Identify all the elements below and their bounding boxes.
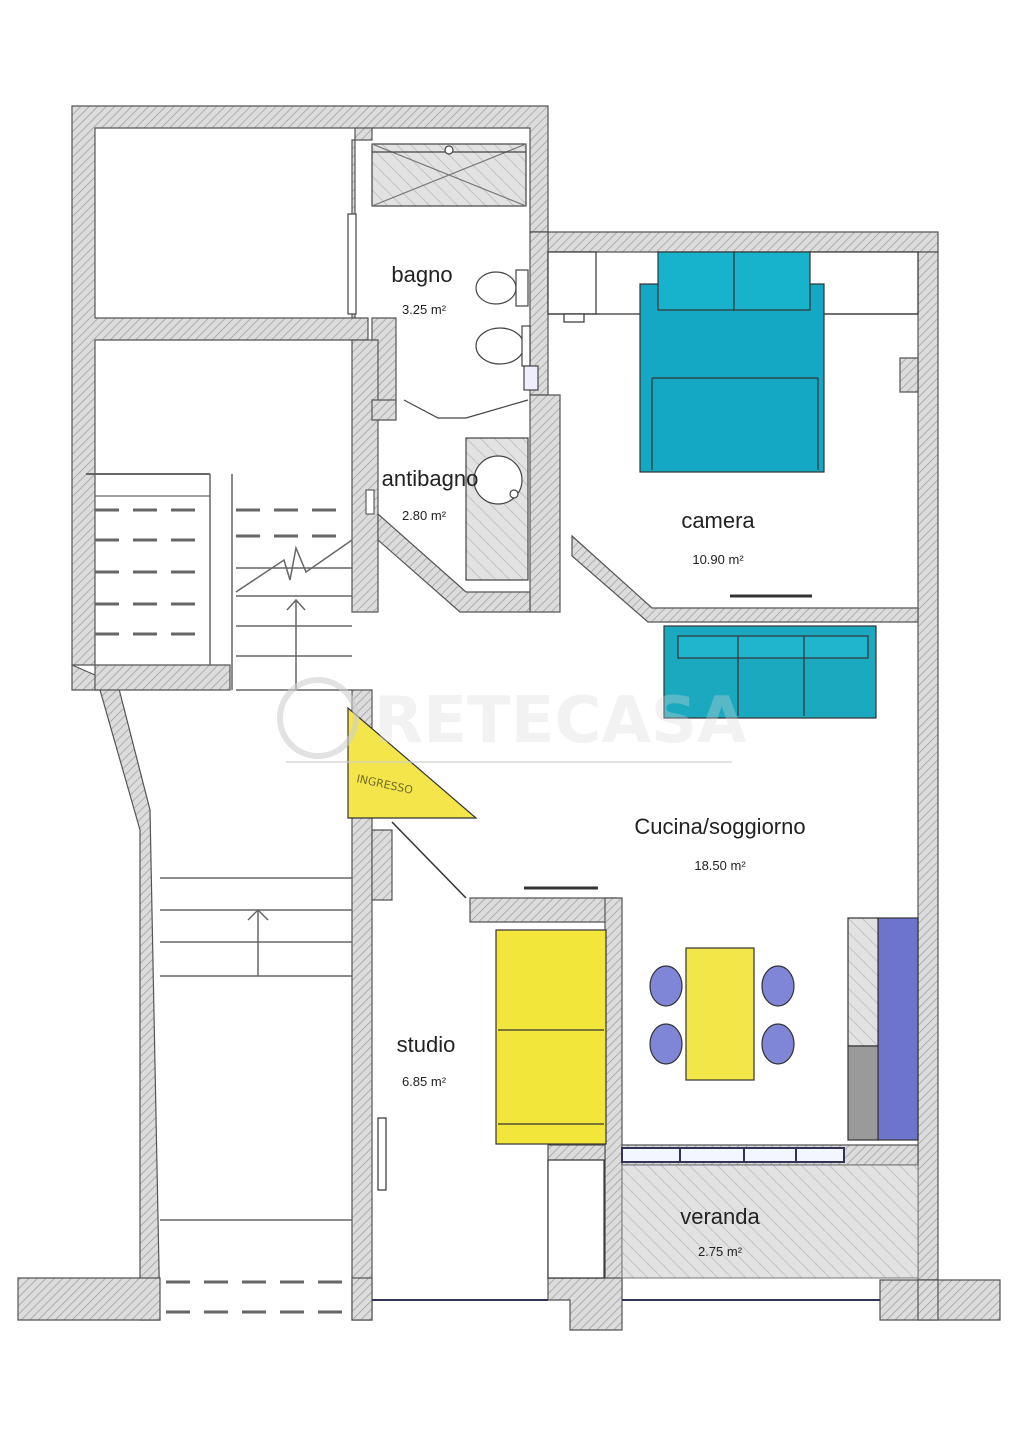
dining-table [685,947,755,1081]
bathroom-fixtures [347,143,539,419]
room-labels: bagno 3.25 m² antibagno 2.80 m² camera 1… [382,262,806,1259]
room-area-antibagno: 2.80 m² [402,508,447,523]
veranda-window [372,1147,880,1301]
room-name-studio: studio [397,1032,456,1057]
single-bed [495,929,607,1145]
room-area-cucina: 18.50 m² [694,858,746,873]
studio-furniture [377,821,607,1279]
pillow-left [657,251,735,311]
chair [649,965,683,1007]
veranda-floor [621,1164,919,1279]
room-area-bagno: 3.25 m² [402,302,447,317]
antibagno-door-mark [365,489,375,515]
chair [761,1023,795,1065]
walls [17,105,1001,1331]
chair [761,965,795,1007]
room-name-veranda: veranda [680,1204,760,1229]
watermark: RETECASA [277,677,747,763]
watermark-text: RETECASA [374,684,747,758]
pillow-right [733,251,811,311]
camera-furniture [547,251,919,598]
chair [649,1023,683,1065]
room-area-camera: 10.90 m² [692,552,744,567]
stairs [86,473,353,1314]
living-furniture [524,625,919,1141]
kitchen-counter [877,917,919,1141]
room-name-bagno: bagno [391,262,452,287]
bidet [475,327,525,365]
sink [465,437,529,581]
toilet [475,271,517,305]
room-name-antibagno: antibagno [382,466,479,491]
room-area-studio: 6.85 m² [402,1074,447,1089]
room-area-veranda: 2.75 m² [698,1244,743,1259]
room-name-camera: camera [681,508,755,533]
room-name-cucina: Cucina/soggiorno [634,814,805,839]
